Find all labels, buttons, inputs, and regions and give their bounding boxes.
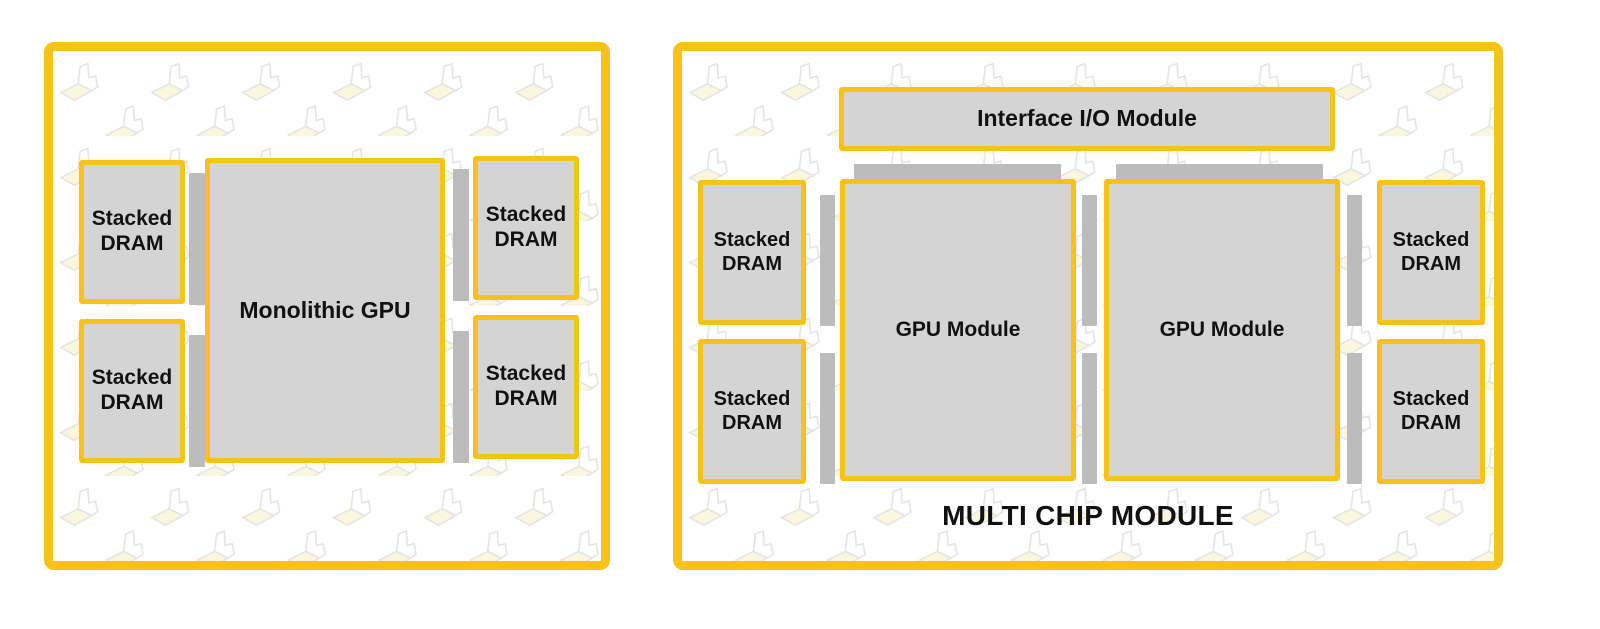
io-interconnect-bar-left xyxy=(854,164,1061,180)
interconnect-bar-right-top xyxy=(453,169,469,301)
multi-chip-module-caption: MULTI CHIP MODULE xyxy=(942,500,1234,531)
gpu-module-left[interactable]: GPU Module xyxy=(840,179,1076,481)
interface-io-module[interactable]: Interface I/O Module xyxy=(839,87,1335,151)
interconnect-bar-left-bottom xyxy=(820,353,835,484)
block-label: GPU Module xyxy=(1159,317,1285,341)
gpu-module-right[interactable]: GPU Module xyxy=(1104,179,1340,481)
block-label: Monolithic GPU xyxy=(239,296,411,323)
interconnect-bar-left-top xyxy=(820,195,835,326)
interconnect-bar-middle-bottom xyxy=(1082,353,1097,484)
io-interconnect-bar-right xyxy=(1116,164,1323,180)
monolithic-gpu-die[interactable]: Monolithic GPU xyxy=(205,158,445,463)
interconnect-bar-right-bottom xyxy=(1347,353,1362,484)
interconnect-bar-left-bottom xyxy=(189,335,205,467)
interconnect-bar-left-top xyxy=(189,173,205,305)
interconnect-bar-middle-top xyxy=(1082,195,1097,326)
block-label: GPU Module xyxy=(895,317,1021,341)
block-label: Interface I/O Module xyxy=(977,105,1197,132)
interconnect-bar-right-bottom xyxy=(453,331,469,463)
interconnect-bar-right-top xyxy=(1347,195,1362,326)
